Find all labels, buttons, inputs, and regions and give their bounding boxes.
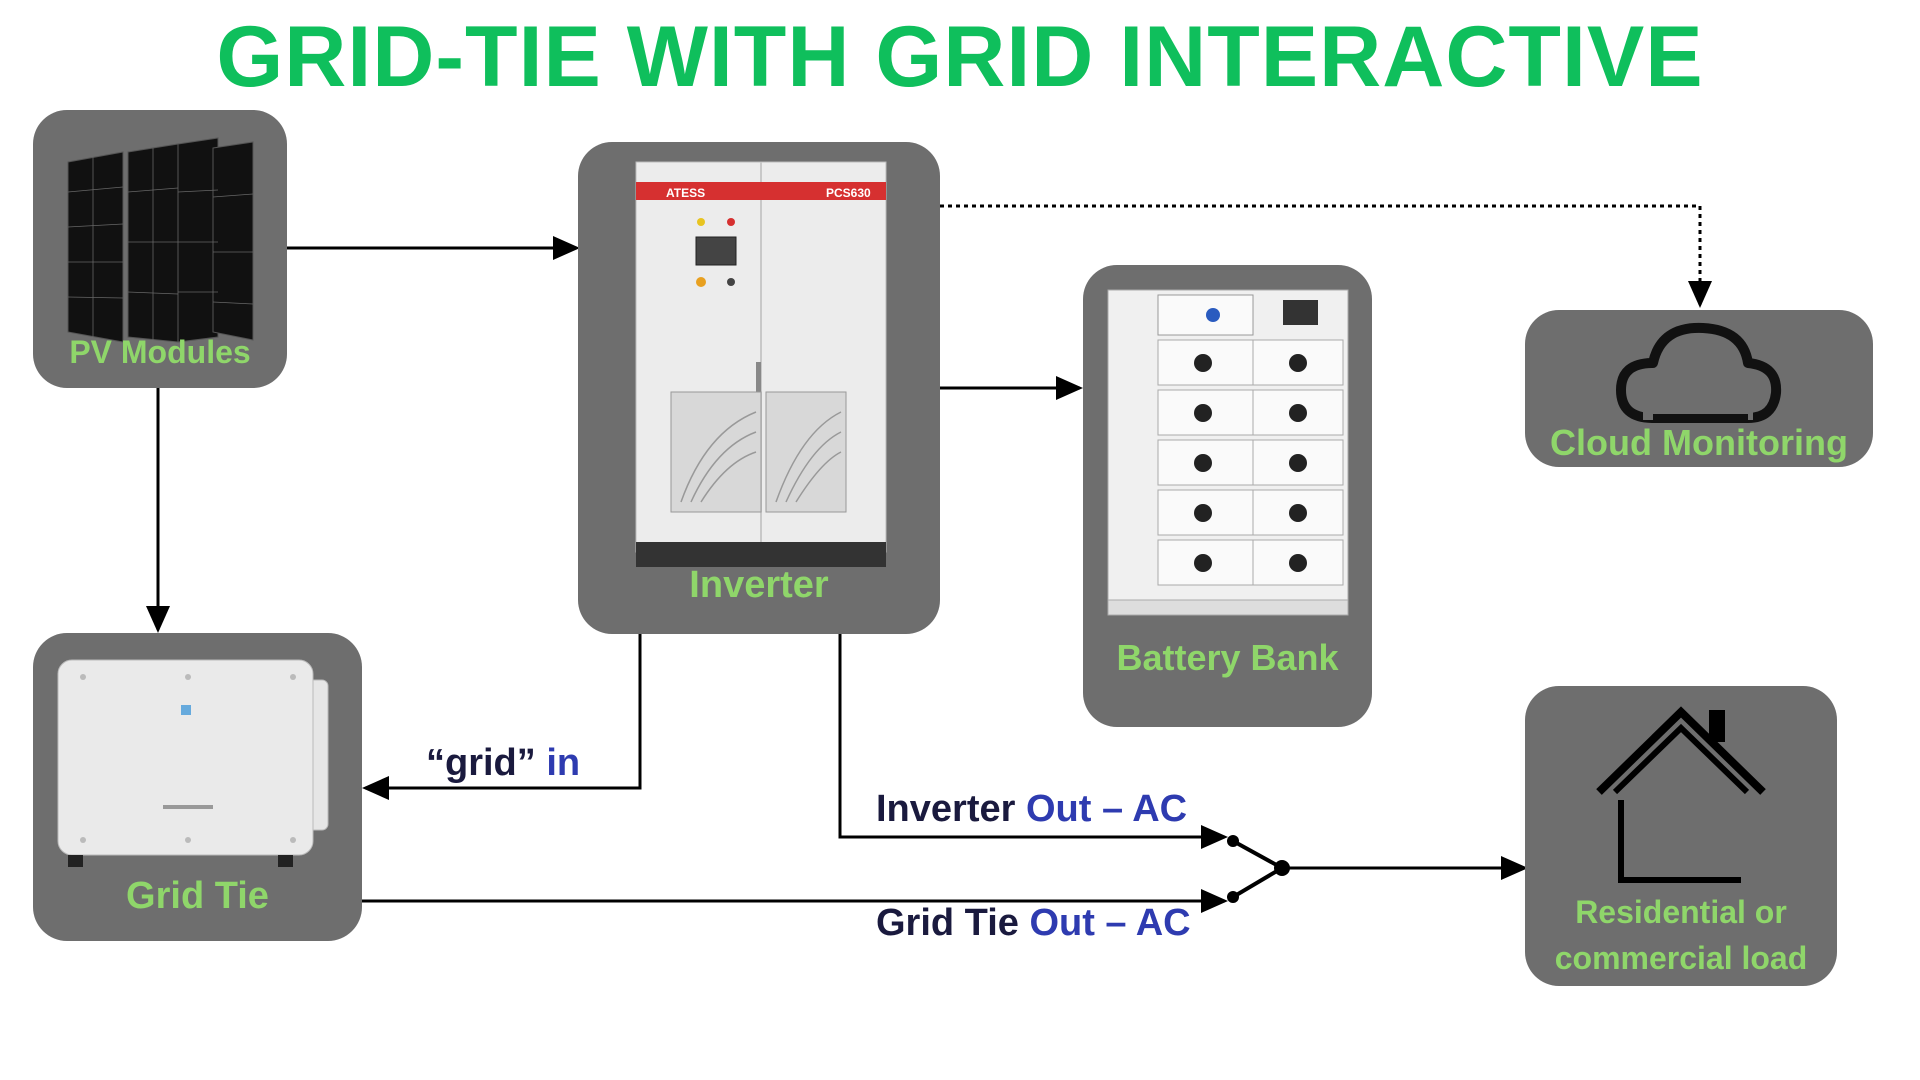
grid-in-label: “grid” in — [426, 742, 580, 785]
grid-tie-node: Grid Tie — [33, 633, 362, 941]
grid-in-quote: “grid” — [426, 742, 536, 784]
grid-in-word: in — [546, 742, 581, 784]
grid-tie-label: Grid Tie — [126, 875, 269, 917]
transfer-switch-icon — [1227, 835, 1290, 903]
inverter-to-cloud-wire — [940, 204, 1712, 308]
load-node: Residential or commercial load — [1525, 686, 1837, 986]
battery-bank-label: Battery Bank — [1116, 637, 1339, 678]
inverter-out-wire — [838, 634, 1228, 849]
cloud-icon — [1616, 322, 1782, 423]
inverter-label: Inverter — [689, 564, 829, 606]
inverter-node: ATESS PCS630 Inverter — [578, 142, 940, 634]
inverter-cabinet-icon: ATESS PCS630 — [635, 161, 887, 567]
gridtie-out-label: Grid Tie Out – AC — [876, 902, 1191, 945]
load-label-line1: Residential or — [1575, 894, 1787, 930]
inverter-out-label-b: Out – AC — [1025, 788, 1188, 830]
page-title: GRID-TIE WITH GRID INTERACTIVE — [216, 9, 1704, 105]
grid-tie-inverter-icon — [57, 659, 329, 867]
load-label-line2: commercial load — [1554, 940, 1808, 976]
pv-modules-label: PV Modules — [69, 334, 251, 370]
inverter-out-label: Inverter Out – AC — [876, 788, 1187, 831]
pv-modules-node: PV Modules — [33, 110, 287, 388]
inverter-brand-text: ATESS — [666, 186, 705, 200]
grid-in-wire — [362, 634, 642, 800]
battery-bank-node: Battery Bank — [1083, 265, 1372, 727]
gridtie-out-label-a: Grid Tie — [876, 902, 1019, 944]
cloud-monitoring-node: Cloud Monitoring — [1525, 310, 1873, 467]
solar-panel-icon — [67, 137, 254, 343]
cloud-monitoring-label: Cloud Monitoring — [1550, 422, 1848, 463]
inverter-model-text: PCS630 — [826, 186, 871, 200]
gridtie-out-label-b: Out – AC — [1029, 902, 1191, 944]
house-icon — [1596, 706, 1766, 883]
battery-rack-icon — [1107, 289, 1349, 616]
inverter-out-label-a: Inverter — [876, 788, 1016, 830]
